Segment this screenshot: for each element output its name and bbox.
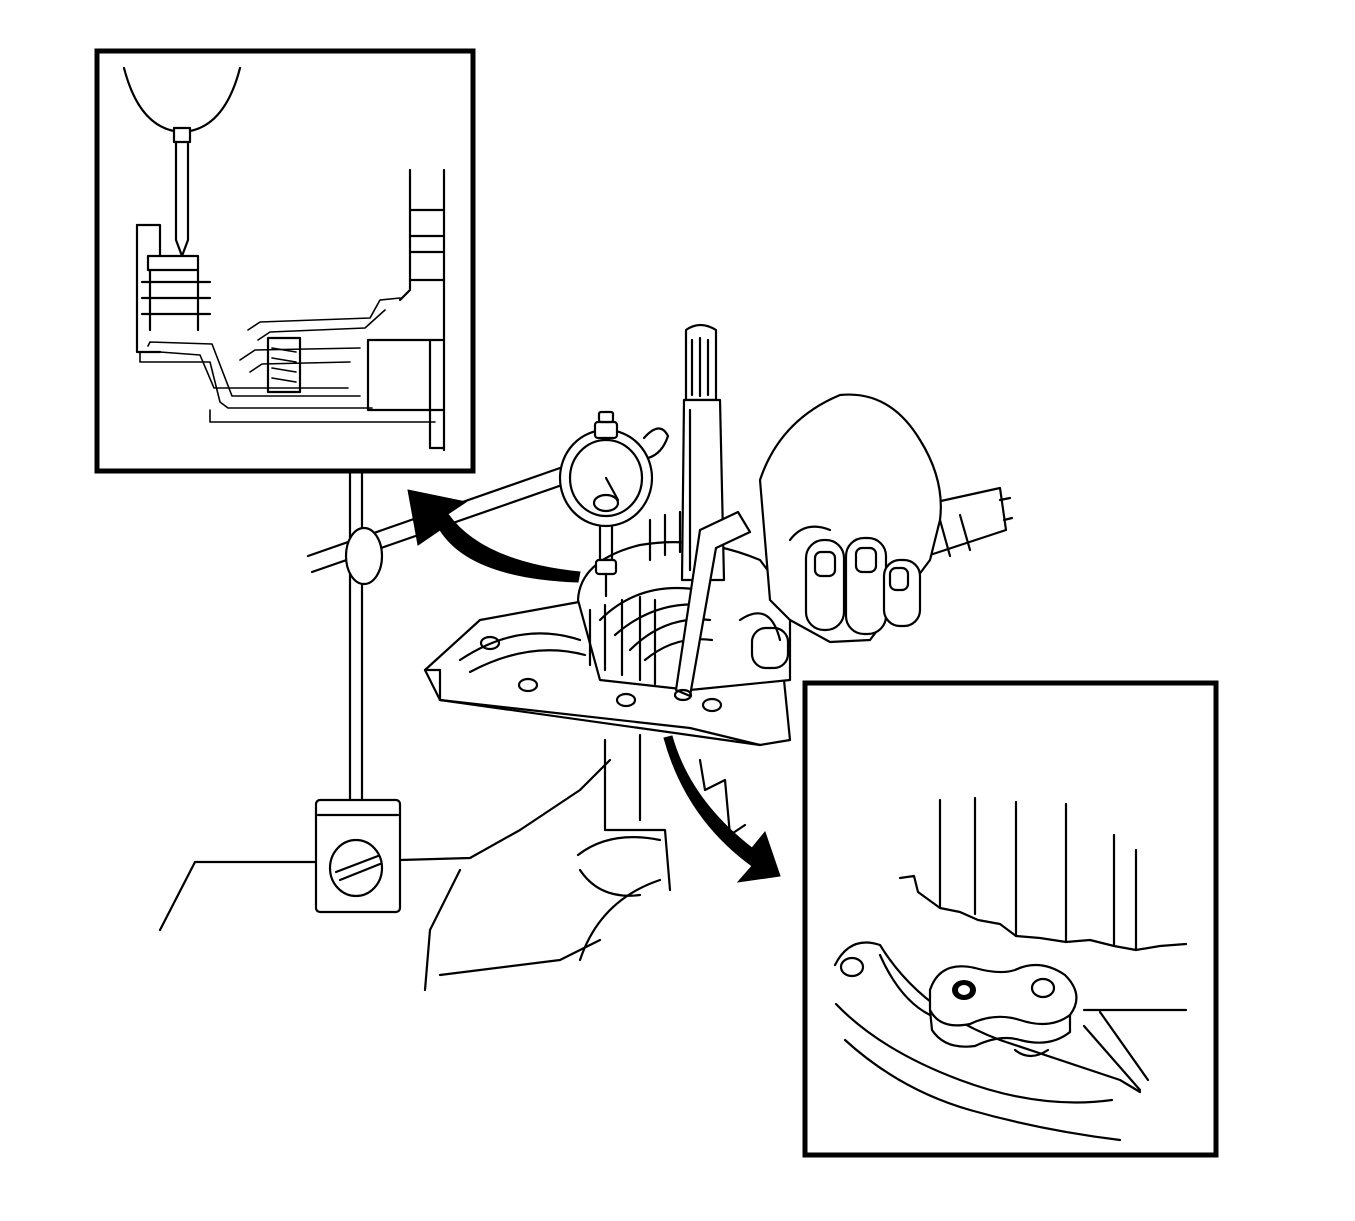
- transmission-case-icon: [833, 941, 1188, 1142]
- inset-detail-top-left: [94, 48, 476, 474]
- callout-arrow-icon: [407, 489, 581, 583]
- workbench: [158, 758, 662, 992]
- oil-passage-icon: [928, 963, 1078, 1058]
- magnetic-base-icon: [314, 798, 402, 914]
- oil-passage-icon: [139, 297, 436, 423]
- clutch-pack-icon: [576, 510, 792, 692]
- hand-icon: [738, 393, 942, 670]
- dial-indicator-icon: [558, 410, 670, 598]
- inset-detail-bottom-right: [802, 680, 1219, 1158]
- transmission-case-icon: [366, 168, 446, 452]
- callout-arrow-icon: [663, 735, 781, 883]
- main-scene: [158, 322, 1014, 992]
- clutch-pack-icon: [898, 796, 1188, 952]
- clutch-pack-icon: [135, 223, 212, 354]
